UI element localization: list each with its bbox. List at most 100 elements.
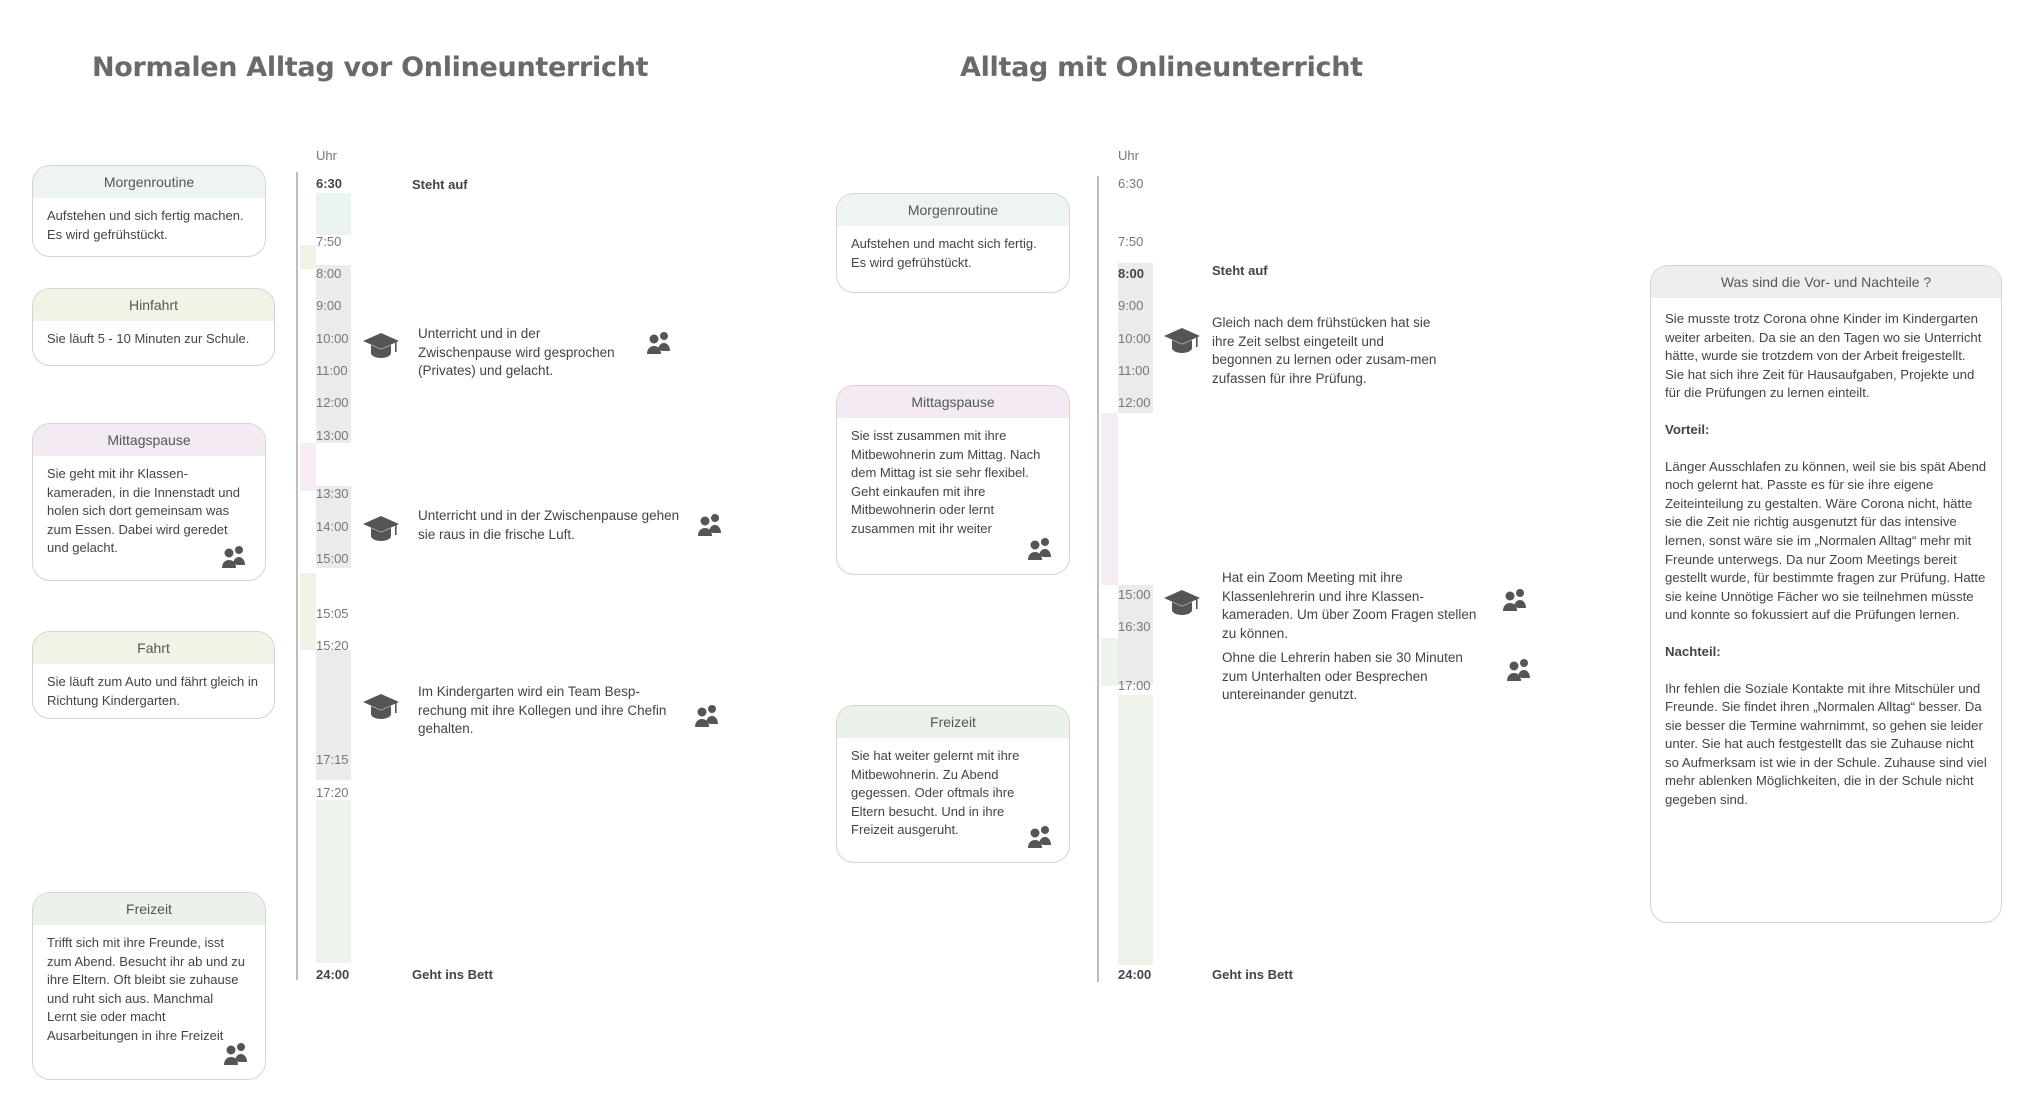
time-label: 15:05 — [316, 606, 349, 621]
timeline-segment-commute-2 — [300, 573, 316, 650]
time-label: 17:00 — [1118, 678, 1151, 693]
pros-text: Länger Ausschlafen zu können, weil sie b… — [1665, 458, 1987, 623]
left-card-freizeit: Freizeit Trifft sich mit ihre Freunde, i… — [32, 892, 266, 1080]
timeline-segment-school-1 — [316, 265, 351, 443]
left-card-hinfahrt: Hinfahrt Sie läuft 5 - 10 Minuten zur Sc… — [32, 288, 275, 366]
timeline-axis — [296, 172, 298, 980]
time-label: 10:00 — [316, 331, 349, 346]
timeline-segment-lunch — [300, 443, 316, 491]
activity-description: Ohne die Lehrerin haben sie 30 Minuten z… — [1222, 650, 1463, 702]
timeline-segment-lunch — [1101, 413, 1118, 585]
cons-text: Ihr fehlen die Soziale Kontakte mit ihre… — [1665, 680, 1987, 808]
card-text: Aufstehen und macht sich fertig. Es wird… — [851, 236, 1037, 270]
cons-heading: Nachteil: — [1665, 643, 1721, 659]
graduation-cap-icon — [1164, 590, 1200, 615]
time-label: 15:00 — [1118, 587, 1151, 602]
time-label: 17:15 — [316, 752, 349, 767]
time-label: 10:00 — [1118, 331, 1151, 346]
event-wake-up: Steht auf — [412, 177, 468, 192]
time-label: 13:30 — [316, 486, 349, 501]
time-label: 11:00 — [1118, 363, 1150, 378]
card-text: Trifft sich mit ihre Freunde, isst zum A… — [47, 935, 246, 1043]
timeline-segment-morning — [316, 193, 351, 235]
axis-label: Uhr — [1118, 148, 1139, 163]
time-label: 15:00 — [316, 551, 349, 566]
graduation-cap-icon — [1164, 328, 1200, 353]
people-icon — [224, 1043, 247, 1065]
people-icon — [698, 514, 721, 536]
time-label: 6:30 — [1118, 176, 1144, 191]
card-title: Morgenroutine — [33, 166, 265, 198]
time-label: 17:20 — [316, 785, 349, 800]
time-label: 9:00 — [316, 298, 342, 313]
time-label: 9:00 — [1118, 298, 1144, 313]
time-label: 24:00 — [316, 967, 350, 982]
people-icon — [647, 332, 670, 354]
time-label: 7:50 — [1118, 234, 1144, 249]
time-label: 13:00 — [316, 428, 349, 443]
activity-description: Unterricht und in der Zwischenpause gehe… — [418, 508, 680, 542]
people-icon — [1028, 538, 1051, 560]
timeline-segment-study — [1118, 263, 1153, 413]
card-title: Fahrt — [33, 632, 274, 664]
time-label: 8:00 — [1118, 266, 1145, 281]
time-label: 12:00 — [316, 395, 349, 410]
axis-label: Uhr — [316, 148, 337, 163]
timeline-segment-school-2 — [316, 486, 351, 568]
people-icon — [1503, 589, 1526, 611]
timeline-segment-break — [1101, 638, 1118, 686]
summary-intro: Sie musste trotz Corona ohne Kinder im K… — [1665, 311, 1982, 401]
card-text: Sie hat weiter gelernt mit ihre Mitbewoh… — [851, 748, 1020, 837]
people-icon — [222, 546, 245, 568]
graduation-cap-icon — [363, 333, 399, 358]
time-label: 11:00 — [316, 363, 348, 378]
pros-cons-title: Was sind die Vor- und Nachteile ? — [1651, 266, 2001, 298]
activity-description: Im Kindergarten wird ein Team Besp-rechu… — [418, 684, 667, 736]
card-title: Hinfahrt — [33, 289, 274, 321]
activity-description: Gleich nach dem frühstücken hat sie ihre… — [1212, 315, 1437, 386]
activity-description: Unterricht und in der Zwischenpause wird… — [418, 326, 615, 378]
card-title: Freizeit — [837, 706, 1069, 738]
time-label: 14:00 — [316, 519, 349, 534]
time-label: 7:50 — [316, 234, 342, 249]
event-bedtime: Geht ins Bett — [412, 967, 493, 982]
graduation-cap-icon — [363, 516, 399, 541]
right-card-mittagspause: Mittagspause Sie isst zusammen mit ihre … — [836, 385, 1070, 575]
card-text: Sie isst zusammen mit ihre Mitbewohnerin… — [851, 428, 1041, 536]
time-label: 6:30 — [316, 176, 343, 191]
timeline-segment-zoom — [1118, 585, 1153, 685]
right-card-freizeit: Freizeit Sie hat weiter gelernt mit ihre… — [836, 705, 1070, 863]
left-card-fahrt: Fahrt Sie läuft zum Auto und fährt gleic… — [32, 631, 275, 719]
time-label: 15:20 — [316, 638, 349, 653]
left-page-title: Normalen Alltag vor Onlineunterricht — [92, 52, 649, 83]
timeline-segment-work — [316, 650, 351, 780]
right-page-title: Alltag mit Onlineunterricht — [960, 52, 1363, 83]
card-text: Aufstehen und sich fertig machen. Es wir… — [47, 208, 244, 242]
card-title: Mittagspause — [837, 386, 1069, 418]
time-label: 24:00 — [1118, 967, 1152, 982]
people-icon — [1507, 659, 1530, 681]
card-text: Sie läuft zum Auto und fährt gleich in R… — [47, 674, 259, 708]
card-title: Mittagspause — [33, 424, 265, 456]
activity-description: Hat ein Zoom Meeting mit ihre Klassenleh… — [1222, 570, 1477, 641]
event-wake-up: Steht auf — [1212, 263, 1268, 278]
graduation-cap-icon — [363, 694, 399, 719]
card-title: Freizeit — [33, 893, 265, 925]
time-label: 8:00 — [316, 266, 342, 281]
right-card-morgenroutine: Morgenroutine Aufstehen und macht sich f… — [836, 193, 1070, 293]
left-card-mittagspause: Mittagspause Sie geht mit ihr Klassen-ka… — [32, 423, 266, 581]
timeline-axis — [1097, 176, 1099, 982]
timeline-segment-commute — [300, 245, 316, 269]
timeline-segment-leisure — [1118, 695, 1153, 965]
people-icon — [1028, 826, 1051, 848]
time-label: 12:00 — [1118, 395, 1151, 410]
event-bedtime: Geht ins Bett — [1212, 967, 1293, 982]
people-icon — [695, 705, 718, 727]
card-text: Sie läuft 5 - 10 Minuten zur Schule. — [47, 331, 250, 346]
pros-heading: Vorteil: — [1665, 421, 1710, 437]
left-card-morgenroutine: Morgenroutine Aufstehen und sich fertig … — [32, 165, 266, 257]
timeline-segment-leisure — [316, 800, 351, 963]
card-title: Morgenroutine — [837, 194, 1069, 226]
card-text: Sie geht mit ihr Klassen-kameraden, in d… — [47, 466, 240, 555]
pros-cons-card: Was sind die Vor- und Nachteile ? Sie mu… — [1650, 265, 2002, 923]
